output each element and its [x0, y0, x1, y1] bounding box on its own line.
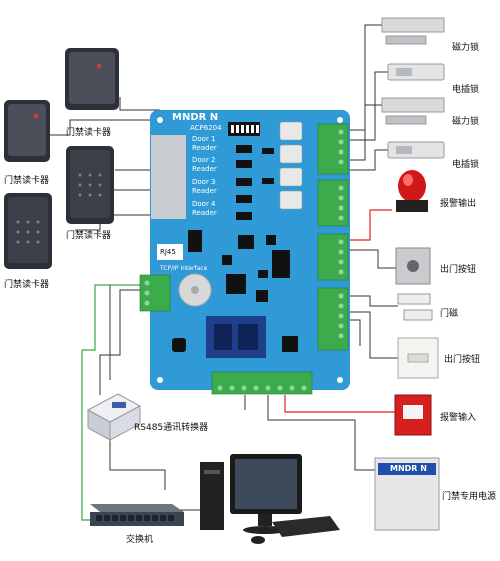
card-reader-1: [65, 48, 119, 110]
exit-button-label-2: 出门按钮: [444, 355, 481, 365]
door-label-3b: Reader: [192, 187, 217, 195]
alarm-input-device: [394, 394, 432, 436]
exit-button-label-1: 出门按钮: [440, 265, 477, 275]
bolt-lock-2: [387, 141, 445, 159]
wire-bolt-2: [348, 149, 388, 171]
wire-mag-2: [348, 104, 382, 161]
wire-reader-1: [119, 97, 160, 111]
wire-converter-pc: [109, 440, 166, 490]
door-sensor-label: 门磁: [440, 309, 459, 319]
wire-exit-1: [348, 249, 396, 269]
controller-board: [150, 110, 350, 390]
reader-label-2: 门禁读卡器: [4, 176, 50, 186]
exit-button-1: [395, 247, 431, 285]
bolt-lock-label-2: 电插锁: [452, 160, 480, 170]
door-sensor: [397, 293, 433, 321]
wire-alarm-in: [284, 395, 395, 413]
board-model: ACP6204: [190, 124, 222, 132]
door-label-3a: Door 3: [192, 178, 216, 186]
wire-mag-1: [348, 24, 382, 131]
wire-exit-2: [348, 311, 398, 359]
switch-label: 交换机: [126, 535, 154, 545]
mag-lock-label-1: 磁力锁: [452, 43, 480, 53]
wire-door-sensor: [348, 295, 398, 307]
magnetic-lock-1: [381, 17, 445, 45]
network-switch: [90, 504, 184, 526]
power-supply-box: [374, 457, 440, 531]
wire-tcpip: [81, 284, 150, 521]
door-label-1b: Reader: [192, 144, 217, 152]
card-reader-4: [4, 193, 52, 269]
card-reader-2: [4, 100, 50, 162]
bolt-lock-1: [387, 63, 445, 81]
power-supply-brand: MNDR N: [390, 464, 427, 473]
door-label-4a: Door 4: [192, 200, 216, 208]
mag-lock-label-2: 磁力锁: [452, 117, 480, 127]
bolt-lock-label-1: 电插锁: [452, 85, 480, 95]
alarm-out-label: 报警输出: [440, 199, 477, 209]
alarm-light: [396, 170, 428, 212]
reader-label-4: 门禁读卡器: [4, 280, 50, 290]
wire-rs485: [99, 289, 140, 395]
door-label-1a: Door 1: [192, 135, 216, 143]
door-label-2b: Reader: [192, 165, 217, 173]
tcpip-label: TCP/IP Interface: [160, 265, 208, 272]
wire-reader-2: [50, 119, 160, 136]
computer: [200, 454, 340, 544]
alarm-in-label: 报警输入: [440, 413, 477, 423]
door-label-2a: Door 2: [192, 156, 216, 164]
rs485-converter: [86, 393, 142, 441]
magnetic-lock-2: [381, 97, 445, 125]
rs485-converter-label: RS485通讯转换器: [134, 423, 209, 433]
alarm-wires: [284, 209, 395, 413]
door-label-4b: Reader: [192, 209, 217, 217]
rj45-label: RJ45: [160, 248, 176, 256]
reader-label-1: 门禁读卡器: [66, 128, 112, 138]
power-supply-label: 门禁专用电源: [442, 492, 497, 502]
card-reader-3: [66, 146, 114, 224]
wire-bolt-1: [348, 71, 388, 141]
wire-power: [267, 395, 375, 471]
board-brand: MNDR N: [172, 112, 219, 123]
exit-button-2: [397, 337, 439, 379]
wire-alarm-out: [348, 209, 392, 241]
reader-label-3: 门禁读卡器: [66, 231, 112, 241]
